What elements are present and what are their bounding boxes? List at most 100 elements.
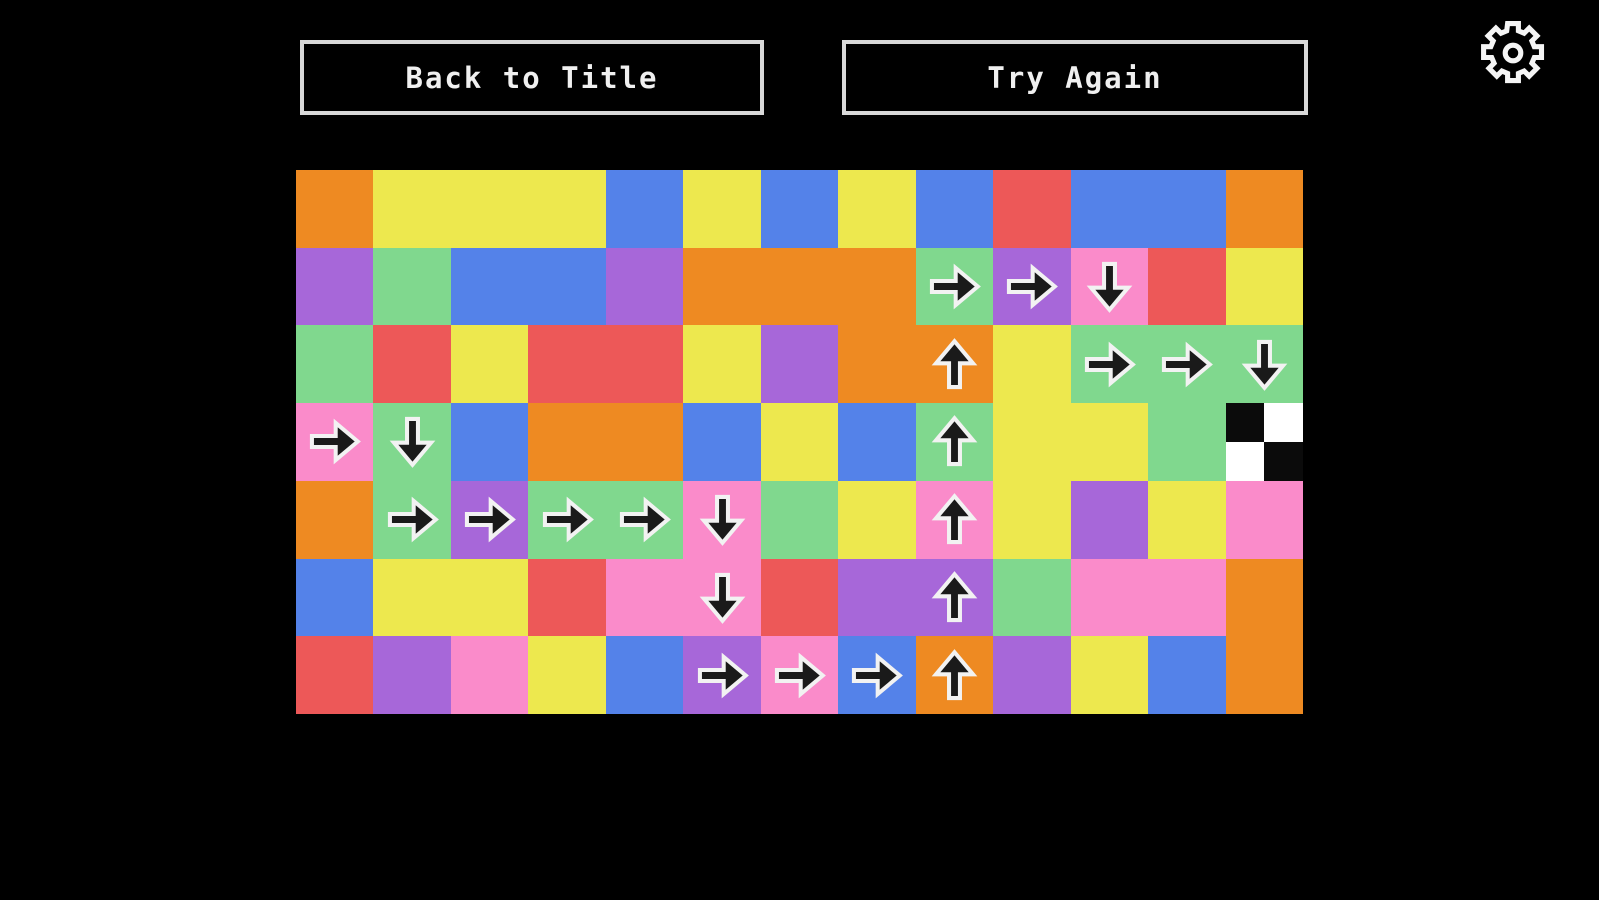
grid-cell[interactable] (605, 325, 684, 404)
grid-cell[interactable] (683, 558, 761, 637)
grid-cell[interactable] (838, 325, 916, 404)
grid-cell[interactable] (683, 636, 761, 714)
grid-cell[interactable] (1070, 247, 1149, 326)
grid-cell[interactable] (915, 480, 994, 559)
grid-cell[interactable] (296, 636, 374, 714)
grid-cell[interactable] (993, 480, 1071, 559)
grid-cell[interactable] (915, 247, 994, 326)
grid-cell[interactable] (760, 480, 839, 559)
grid-cell[interactable] (1070, 170, 1149, 248)
grid-cell[interactable] (1070, 558, 1149, 637)
grid-cell[interactable] (1070, 480, 1149, 559)
arrow-up-icon (926, 336, 983, 393)
grid-cell[interactable] (1225, 480, 1303, 559)
grid-cell[interactable] (993, 403, 1071, 481)
grid-cell[interactable] (760, 558, 839, 637)
arrow-right-icon (539, 491, 596, 548)
grid-cell[interactable] (838, 247, 916, 326)
back-to-title-button[interactable]: Back to Title (300, 40, 764, 115)
grid-cell[interactable] (683, 170, 761, 248)
grid-cell[interactable] (760, 170, 839, 248)
try-again-button[interactable]: Try Again (842, 40, 1308, 115)
grid-cell[interactable] (760, 403, 839, 481)
grid-cell[interactable] (838, 636, 916, 714)
grid-cell[interactable] (838, 558, 916, 637)
puzzle-grid (296, 170, 1303, 714)
grid-cell[interactable] (1225, 558, 1303, 637)
arrow-right-icon (771, 647, 828, 704)
grid-cell[interactable] (1225, 170, 1303, 248)
grid-cell[interactable] (528, 403, 606, 481)
goal-cell[interactable] (1225, 403, 1303, 481)
grid-cell[interactable] (450, 247, 529, 326)
grid-cell[interactable] (993, 558, 1071, 637)
grid-cell[interactable] (760, 636, 839, 714)
grid-cell[interactable] (450, 480, 529, 559)
grid-cell[interactable] (373, 558, 451, 637)
grid-cell[interactable] (605, 403, 684, 481)
grid-cell[interactable] (838, 170, 916, 248)
grid-cell[interactable] (605, 480, 684, 559)
grid-cell[interactable] (296, 403, 374, 481)
grid-cell[interactable] (1225, 325, 1303, 404)
grid-cell[interactable] (373, 480, 451, 559)
grid-cell[interactable] (450, 636, 529, 714)
grid-cell[interactable] (993, 636, 1071, 714)
grid-cell[interactable] (528, 636, 606, 714)
grid-cell[interactable] (1148, 247, 1226, 326)
grid-cell[interactable] (528, 325, 606, 404)
grid-cell[interactable] (373, 247, 451, 326)
arrow-right-icon (1081, 336, 1138, 393)
grid-cell[interactable] (296, 325, 374, 404)
grid-cell[interactable] (450, 325, 529, 404)
grid-cell[interactable] (915, 403, 994, 481)
grid-cell[interactable] (683, 247, 761, 326)
grid-cell[interactable] (373, 403, 451, 481)
grid-cell[interactable] (373, 170, 451, 248)
grid-cell[interactable] (838, 403, 916, 481)
grid-cell[interactable] (1148, 325, 1226, 404)
grid-cell[interactable] (605, 170, 684, 248)
grid-cell[interactable] (838, 480, 916, 559)
grid-cell[interactable] (1070, 325, 1149, 404)
grid-cell[interactable] (1225, 247, 1303, 326)
grid-cell[interactable] (683, 403, 761, 481)
grid-cell[interactable] (993, 170, 1071, 248)
grid-cell[interactable] (915, 558, 994, 637)
grid-cell[interactable] (1148, 558, 1226, 637)
grid-cell[interactable] (450, 403, 529, 481)
grid-cell[interactable] (296, 170, 374, 248)
grid-cell[interactable] (1148, 170, 1226, 248)
grid-cell[interactable] (528, 480, 606, 559)
grid-cell[interactable] (1148, 403, 1226, 481)
grid-cell[interactable] (915, 325, 994, 404)
settings-gear-icon[interactable] (1477, 17, 1549, 89)
grid-cell[interactable] (915, 636, 994, 714)
grid-cell[interactable] (296, 558, 374, 637)
grid-cell[interactable] (296, 247, 374, 326)
grid-cell[interactable] (760, 325, 839, 404)
grid-cell[interactable] (605, 558, 684, 637)
grid-cell[interactable] (296, 480, 374, 559)
grid-cell[interactable] (683, 480, 761, 559)
grid-cell[interactable] (993, 247, 1071, 326)
grid-cell[interactable] (528, 170, 606, 248)
grid-cell[interactable] (1148, 480, 1226, 559)
grid-cell[interactable] (450, 558, 529, 637)
grid-cell[interactable] (373, 325, 451, 404)
grid-cell[interactable] (760, 247, 839, 326)
grid-cell[interactable] (1070, 636, 1149, 714)
grid-cell[interactable] (528, 247, 606, 326)
arrow-right-icon (926, 258, 983, 315)
grid-cell[interactable] (993, 325, 1071, 404)
grid-cell[interactable] (915, 170, 994, 248)
grid-cell[interactable] (1225, 636, 1303, 714)
grid-cell[interactable] (528, 558, 606, 637)
grid-cell[interactable] (605, 247, 684, 326)
grid-cell[interactable] (1070, 403, 1149, 481)
grid-cell[interactable] (373, 636, 451, 714)
grid-cell[interactable] (683, 325, 761, 404)
grid-cell[interactable] (605, 636, 684, 714)
grid-cell[interactable] (450, 170, 529, 248)
grid-cell[interactable] (1148, 636, 1226, 714)
